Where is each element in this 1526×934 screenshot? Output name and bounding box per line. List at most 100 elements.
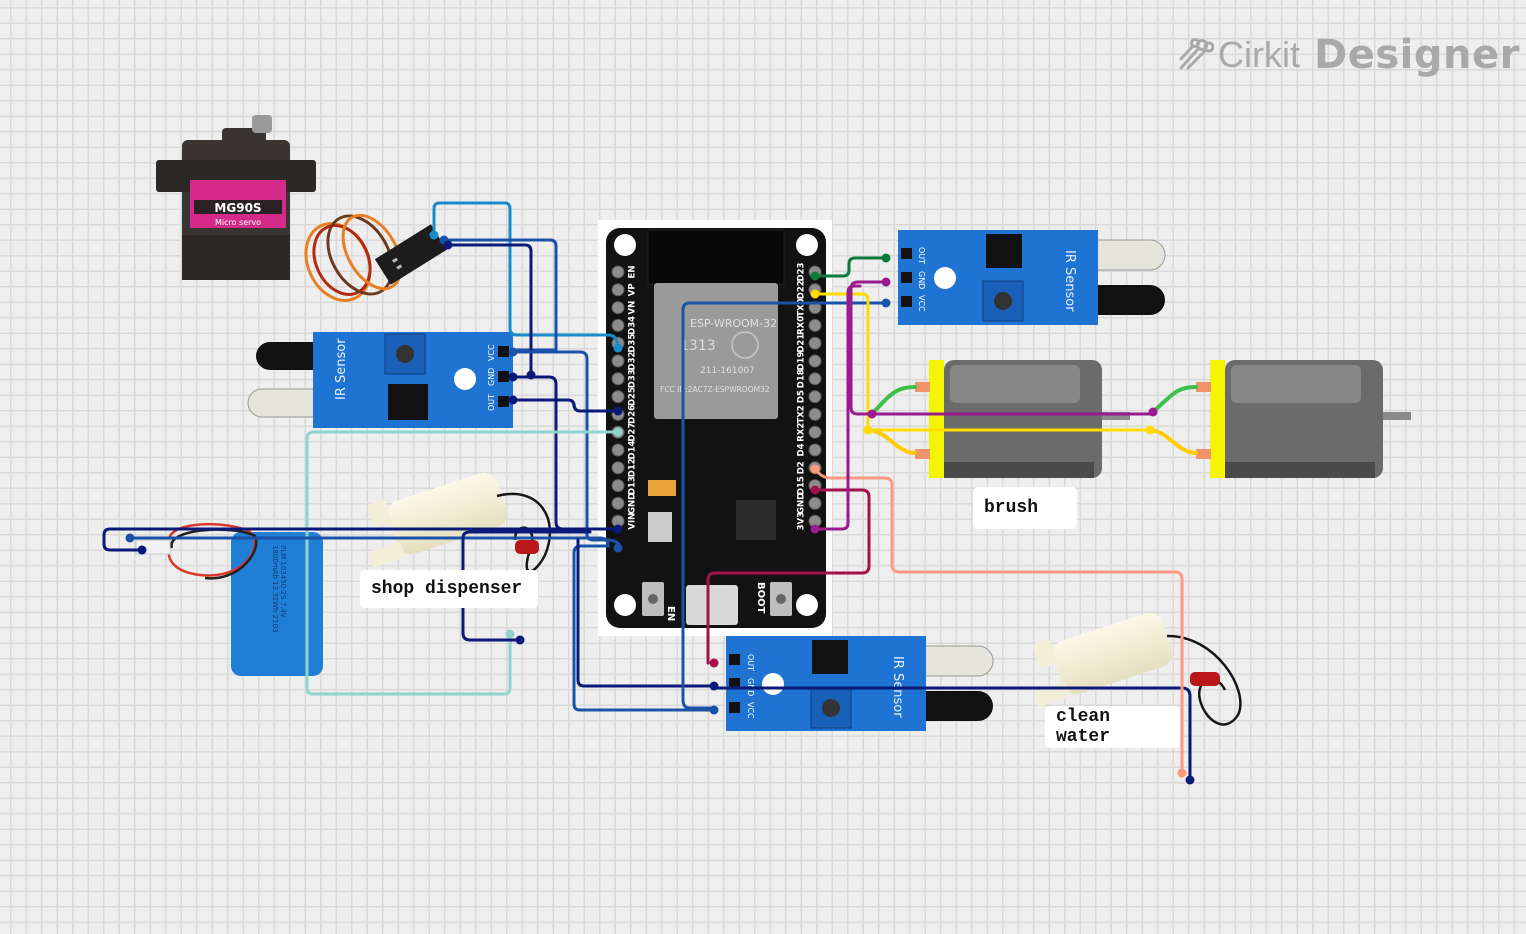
wire-endpoint[interactable] bbox=[863, 425, 873, 435]
esp32-pin-vp[interactable] bbox=[611, 283, 625, 297]
wire-motor-yellow[interactable] bbox=[813, 292, 1152, 432]
wire-pump-shop-signal[interactable] bbox=[305, 430, 620, 696]
label-clean-water[interactable]: clean water bbox=[1045, 706, 1180, 748]
motor-terminal[interactable] bbox=[1196, 449, 1211, 459]
label-brush[interactable]: brush bbox=[973, 487, 1077, 529]
wire-motor-green-2[interactable] bbox=[1151, 385, 1198, 414]
esp32-pin-vn[interactable] bbox=[611, 301, 625, 315]
esp32-pin-d13[interactable] bbox=[611, 479, 625, 493]
esp32-pin-gnd[interactable] bbox=[808, 496, 822, 510]
wire-servo-vcc[interactable] bbox=[442, 238, 558, 352]
wire-endpoint[interactable] bbox=[505, 629, 515, 639]
esp32-pin-d34[interactable] bbox=[611, 318, 625, 332]
mount-hole bbox=[614, 234, 636, 256]
pin-gnd[interactable] bbox=[498, 371, 509, 382]
wire-endpoint[interactable] bbox=[709, 705, 719, 715]
wire-ir-top-vcc[interactable] bbox=[681, 301, 886, 710]
wire-ir-left-out[interactable] bbox=[511, 398, 620, 413]
esp32-devkit[interactable]: ESP-WROOM-32 1313 211-161007 FCC ID:2AC7… bbox=[598, 220, 832, 636]
esp32-pin-d19[interactable] bbox=[808, 354, 822, 368]
esp32-pin-d33[interactable] bbox=[611, 372, 625, 386]
esp32-pin-d25[interactable] bbox=[611, 390, 625, 404]
motor-terminal[interactable] bbox=[1196, 382, 1211, 392]
wire-motor-yellow-1[interactable] bbox=[866, 428, 917, 455]
esp32-pin-rx2[interactable] bbox=[808, 425, 822, 439]
wire-ir-bottom-out[interactable] bbox=[706, 488, 871, 665]
wire-gnd-purple[interactable] bbox=[849, 280, 1152, 416]
wire-endpoint[interactable] bbox=[881, 298, 891, 308]
wire-endpoint[interactable] bbox=[881, 253, 891, 263]
wire-endpoint[interactable] bbox=[1145, 425, 1155, 435]
pin-vcc[interactable] bbox=[901, 296, 912, 307]
label-shop-dispenser[interactable]: shop dispenser bbox=[360, 570, 538, 608]
wire-battery-gnd[interactable] bbox=[102, 527, 620, 552]
esp32-pin-en[interactable] bbox=[611, 265, 625, 279]
esp32-pin-gnd[interactable] bbox=[611, 496, 625, 510]
pin-out[interactable] bbox=[901, 248, 912, 259]
wire-endpoint[interactable] bbox=[810, 289, 820, 299]
esp32-pin-d5[interactable] bbox=[808, 390, 822, 404]
wire-endpoint[interactable] bbox=[613, 343, 623, 353]
wire-endpoint[interactable] bbox=[429, 230, 439, 240]
pin-out[interactable] bbox=[729, 654, 740, 665]
wire-servo-gnd[interactable] bbox=[446, 243, 533, 377]
pin-gnd[interactable] bbox=[729, 678, 740, 689]
wire-servo-signal[interactable] bbox=[432, 201, 620, 350]
wire-endpoint[interactable] bbox=[508, 347, 518, 357]
ir-sensor-left[interactable]: IR Sensor VCC GND OUT bbox=[247, 332, 513, 428]
wire-ir-bottom-gnd[interactable] bbox=[576, 538, 716, 688]
motor-terminal[interactable] bbox=[915, 382, 930, 392]
esp32-pin-d14[interactable] bbox=[611, 443, 625, 457]
esp32-pin-rx0[interactable] bbox=[808, 318, 822, 332]
ir-sensor-bottom[interactable]: IR Sensor OUT GND VCC bbox=[726, 636, 994, 731]
esp32-pin-d12[interactable] bbox=[611, 461, 625, 475]
wire-pump-clean-signal[interactable] bbox=[813, 467, 1184, 775]
esp32-pin-d21[interactable] bbox=[808, 336, 822, 350]
wire-endpoint[interactable] bbox=[1185, 775, 1195, 785]
esp32-pin-d32[interactable] bbox=[611, 354, 625, 368]
wire-endpoint[interactable] bbox=[867, 409, 877, 419]
wire-endpoint[interactable] bbox=[810, 271, 820, 281]
pin-out[interactable] bbox=[498, 396, 509, 407]
servo-mg90s[interactable]: MG90S Micro servo bbox=[156, 115, 447, 311]
wire-gnd-purple-esp[interactable] bbox=[813, 284, 862, 531]
wire-endpoint[interactable] bbox=[709, 681, 719, 691]
wire-endpoint[interactable] bbox=[443, 240, 453, 250]
esp32-pin-d4[interactable] bbox=[808, 443, 822, 457]
wire-endpoint[interactable] bbox=[810, 464, 820, 474]
pin-vcc[interactable] bbox=[498, 346, 509, 357]
wire-endpoint[interactable] bbox=[1148, 407, 1158, 417]
wire-endpoint[interactable] bbox=[508, 372, 518, 382]
wire-endpoint[interactable] bbox=[515, 635, 525, 645]
wire-endpoint[interactable] bbox=[810, 524, 820, 534]
esp32-pin-label: D34 bbox=[628, 316, 638, 335]
esp32-pin-tx2[interactable] bbox=[808, 407, 822, 421]
wire-endpoint[interactable] bbox=[709, 658, 719, 668]
wire-endpoint[interactable] bbox=[613, 543, 623, 553]
wire-endpoint[interactable] bbox=[1177, 768, 1187, 778]
dc-motor-2[interactable] bbox=[1196, 360, 1411, 478]
water-pump-shop[interactable] bbox=[354, 464, 552, 573]
wire-motor-yellow-2[interactable] bbox=[1148, 428, 1198, 455]
wire-endpoint[interactable] bbox=[125, 533, 135, 543]
wire-endpoint[interactable] bbox=[810, 485, 820, 495]
wire-endpoint[interactable] bbox=[613, 427, 623, 437]
wire-endpoint[interactable] bbox=[613, 524, 623, 534]
wire-endpoint[interactable] bbox=[526, 370, 536, 380]
wire-endpoint[interactable] bbox=[137, 545, 147, 555]
wire-ir-top-out[interactable] bbox=[813, 256, 888, 278]
lipo-battery[interactable]: PLM 103450-2S 7.4V 1800mAh 13.32Wh 2103 bbox=[135, 523, 323, 676]
micro-usb-port[interactable] bbox=[686, 585, 738, 625]
wire-endpoint[interactable] bbox=[613, 406, 623, 416]
wire-motor-green-1[interactable] bbox=[870, 385, 917, 416]
wire-endpoint[interactable] bbox=[508, 395, 518, 405]
wire-endpoint[interactable] bbox=[881, 277, 891, 287]
esp32-pin-d18[interactable] bbox=[808, 372, 822, 386]
ir-sensor-top-right[interactable]: IR Sensor OUT GND VCC bbox=[898, 230, 1166, 325]
pin-gnd[interactable] bbox=[901, 272, 912, 283]
pin-vcc[interactable] bbox=[729, 702, 740, 713]
motor-terminal[interactable] bbox=[915, 449, 930, 459]
dc-motor-1[interactable] bbox=[915, 360, 1130, 478]
pump-inlet bbox=[368, 542, 405, 567]
